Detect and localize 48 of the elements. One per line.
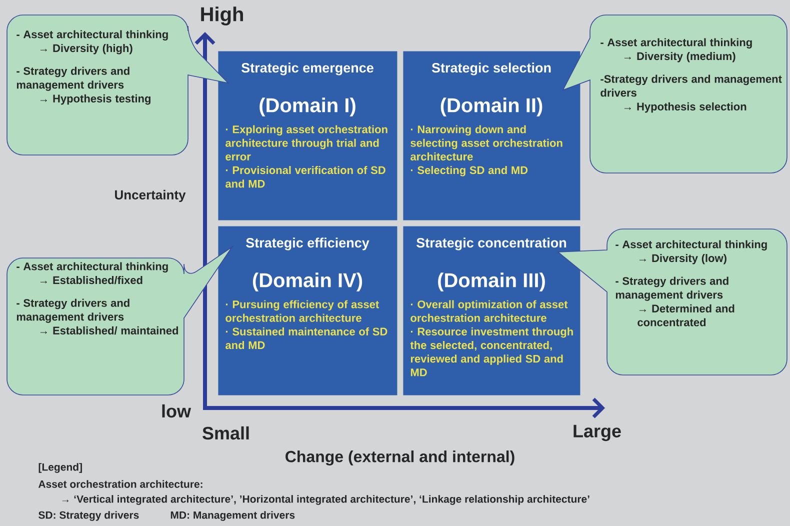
axis-label: Small <box>202 426 249 440</box>
bullet-text: · Narrowing down and selecting asset orchestration architecture <box>410 125 562 160</box>
legend-text: → ‘Vertical integrated architecture’, ’Horizontal integrated architecture’, ‘Linkage relationship architecture’ <box>62 495 590 505</box>
domain-label: (Domain I) <box>260 98 356 116</box>
bubble-text: -Strategy drivers and management drivers <box>600 74 782 97</box>
bubble-text: → Diversity (low) <box>639 254 726 264</box>
quadrant-box <box>403 51 580 220</box>
bubble-text: - Strategy drivers and management drivers <box>616 276 728 301</box>
bubble-text: → Established/fixed <box>40 276 142 284</box>
bullet-text: · Resource investment through the selected, concentrated, reviewed and applied SD and MD <box>410 327 573 376</box>
legend-text: MD: Management drivers <box>170 511 295 521</box>
quadrant-box <box>218 226 398 396</box>
domain-label: (Domain III) <box>438 272 545 292</box>
bullet-text: · Exploring asset orchestration architecture through trial and error <box>226 125 388 160</box>
axis-label: low <box>162 404 192 418</box>
bubble-text: - Strategy drivers and management drivers <box>16 298 130 323</box>
quadrant-box <box>218 51 398 220</box>
quadrant-title: Strategic selection <box>432 62 551 76</box>
bullet-text: · Pursuing efficiency of asset orchestration architecture <box>226 300 379 322</box>
quadrant-title: Strategic emergence <box>242 62 374 76</box>
bubble-text: → Hypothesis testing <box>40 94 150 105</box>
quadrant-title: Strategic concentration <box>416 238 566 250</box>
bubble-text: → Established/ maintained <box>40 326 178 335</box>
bubble-text: → Hypothesis selection <box>624 102 746 113</box>
legend-text: SD: Strategy drivers <box>38 511 139 521</box>
legend-heading: [Legend] <box>38 463 82 473</box>
bullet-text: · Provisional verification of SD and MD <box>226 166 386 188</box>
axis-title: Change (external and internal) <box>286 450 514 466</box>
bubble-text: - Asset architectural thinking <box>616 240 767 250</box>
bubble-text: - Asset architectural thinking <box>600 38 752 48</box>
legend-text: Asset orchestration architecture: <box>38 480 202 488</box>
axis-label: Large <box>574 424 621 442</box>
domain-label: (Domain II) <box>440 98 542 116</box>
bubble-text: → Determined and concentrated <box>638 304 734 326</box>
bullet-text: · Sustained maintenance of SD and MD <box>226 327 388 350</box>
bubble-text: → Diversity (high) <box>40 44 132 54</box>
bubble-text: → Diversity (medium) <box>624 52 736 62</box>
bubble-text: - Asset architectural thinking <box>16 262 168 272</box>
bubble-text: - Strategy drivers and management drivers <box>16 66 130 91</box>
speech-bubble <box>562 14 788 174</box>
axis-label: High <box>201 6 243 26</box>
quadrant-box <box>403 226 580 396</box>
bullet-text: · Overall optimization of asset orchestration architecture <box>410 300 568 322</box>
domain-label: (Domain IV) <box>252 272 362 292</box>
bubble-text: - Asset architectural thinking <box>16 30 168 40</box>
axis-title: Uncertainty <box>115 190 186 202</box>
bullet-text: · Selecting SD and MD <box>410 166 528 176</box>
quadrant-title: Strategic efficiency <box>246 238 370 250</box>
